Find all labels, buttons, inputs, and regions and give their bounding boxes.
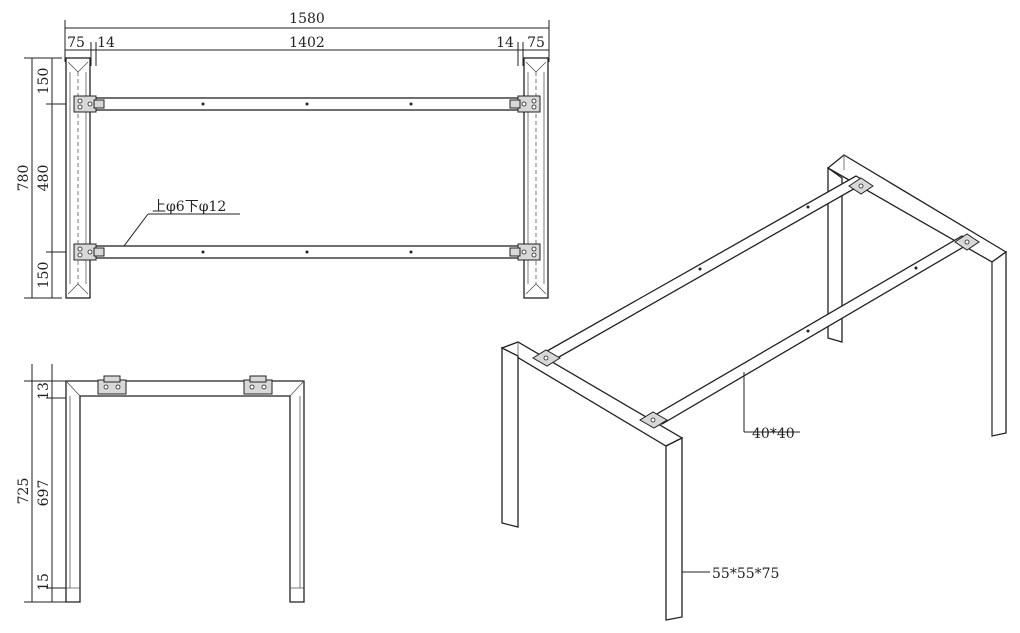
iso-frame-back	[826, 154, 1008, 437]
bracket-bottom-right	[509, 243, 541, 261]
dim-leg-height: 697	[36, 480, 52, 507]
iso-view: 40*40 55*55*75	[500, 154, 1008, 621]
dim-end-width-left: 75	[67, 35, 85, 51]
iso-bracket-4	[954, 233, 980, 251]
dim-overall-height: 725	[16, 478, 32, 505]
bracket-bottom-left	[73, 243, 105, 261]
dim-offset-bottom: 150	[36, 262, 52, 289]
dim-beam-spacing: 480	[36, 165, 52, 192]
side-bracket-left	[97, 375, 127, 395]
leg-section-label: 55*55*75	[712, 566, 779, 582]
dim-offset-top: 150	[36, 68, 52, 95]
side-frame	[65, 380, 305, 603]
iso-crossbeam-front	[648, 235, 974, 425]
top-view: 1580 75 14 1402 14 75 780 150 480 150	[16, 11, 550, 299]
dim-gap-right: 14	[496, 35, 514, 51]
beam-section-label: 40*40	[752, 426, 795, 442]
dim-gap-left: 14	[97, 35, 115, 51]
dim-beam-span: 1402	[289, 35, 325, 51]
dim-foot: 15	[36, 573, 52, 591]
iso-frame-front	[500, 341, 684, 621]
dim-top-rail: 13	[36, 382, 52, 400]
dim-overall-depth: 780	[16, 165, 32, 192]
side-bracket-right	[243, 375, 273, 395]
bracket-top-left	[73, 95, 105, 113]
iso-bracket-1	[532, 349, 561, 367]
dim-overall-width: 1580	[289, 11, 325, 27]
bracket-top-right	[509, 95, 541, 113]
hole-note: 上φ6下φ12	[152, 199, 226, 215]
iso-bracket-3	[848, 177, 874, 195]
hole-note-leader	[123, 213, 149, 247]
side-view: 725 13 697 15	[16, 364, 305, 603]
iso-bracket-2	[639, 411, 668, 429]
dim-end-width-right: 75	[527, 35, 545, 51]
